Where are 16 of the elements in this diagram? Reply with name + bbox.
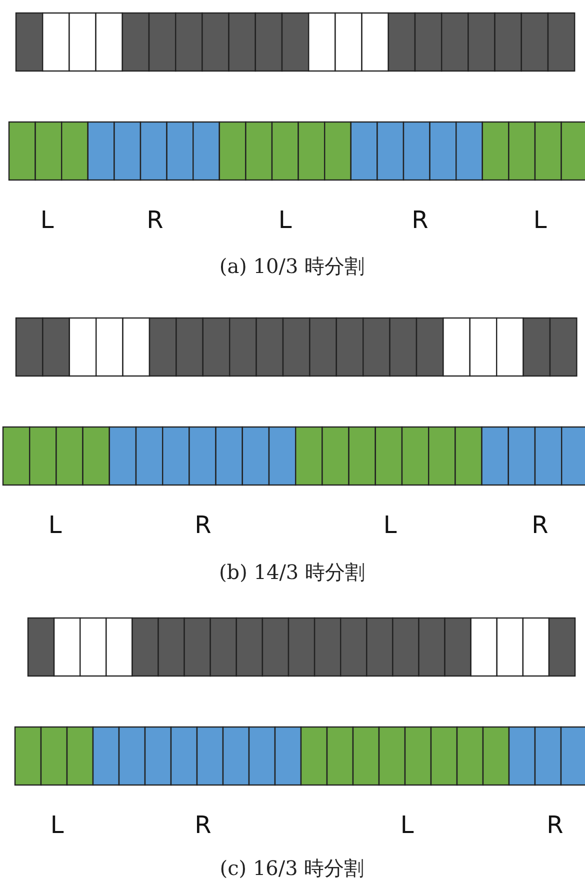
channel-label: R [146, 208, 164, 232]
channel-label: R [532, 513, 548, 537]
channel-label: R [194, 813, 212, 837]
channel-label: R [194, 513, 212, 537]
channel-label: R [412, 208, 428, 232]
subfigure-caption: (c) 16/3 時分割 [220, 858, 364, 878]
channel-label: L [40, 208, 54, 232]
channel-label: R [546, 813, 564, 837]
subfigure-caption: (b) 14/3 時分割 [218, 562, 366, 582]
channel-label: L [50, 813, 64, 837]
subfigure-caption: (a) 10/3 時分割 [219, 256, 365, 276]
channel-label: L [278, 208, 292, 232]
channel-label: L [400, 813, 414, 837]
channel-label: L [48, 513, 62, 537]
channel-label: L [383, 513, 397, 537]
channel-label: L [533, 208, 547, 232]
